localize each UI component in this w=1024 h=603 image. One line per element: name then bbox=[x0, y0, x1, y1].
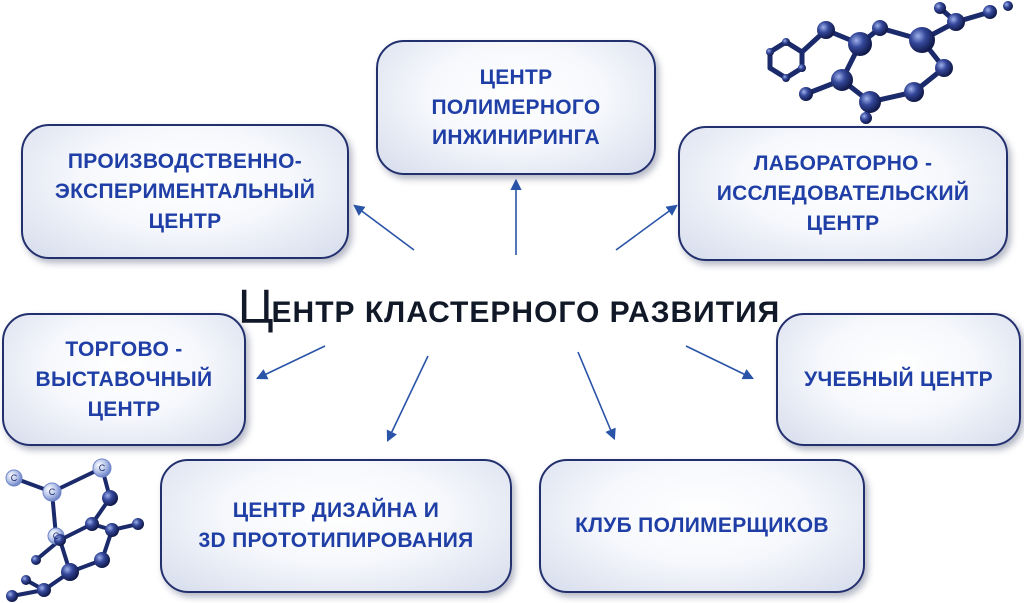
atom-label: C bbox=[11, 473, 18, 483]
center-title-text: ентр кластерного развития bbox=[271, 296, 781, 329]
node-trade-exhibition: ТОРГОВО - ВЫСТАВОЧНЫЙ ЦЕНТР bbox=[2, 313, 246, 446]
center-title: Ц ентр кластерного развития bbox=[238, 272, 798, 332]
node-polymer-club: КЛУБ ПОЛИМЕРЩИКОВ bbox=[539, 459, 865, 593]
molecule-bottom-left-atoms bbox=[5, 458, 144, 602]
center-title-initial: Ц bbox=[238, 281, 273, 334]
node-label: ПРОИЗВОДСТВЕННО- ЭКСПЕРИМЕНТАЛЬНЫЙ ЦЕНТР bbox=[54, 149, 316, 233]
arrow-to-trade-exhibition bbox=[255, 345, 326, 380]
arrow-to-lab-research bbox=[615, 204, 678, 251]
arrow-to-training bbox=[685, 345, 755, 380]
atom-label: C bbox=[49, 487, 56, 497]
molecule-top-right-atoms bbox=[766, 1, 1013, 124]
molecule-atom-labels: C C C C bbox=[11, 463, 106, 541]
atom-label: C bbox=[53, 531, 60, 541]
node-design-3d: ЦЕНТР ДИЗАЙНА И 3D ПРОТОТИПИРОВАНИЯ bbox=[160, 459, 512, 593]
node-label: ЦЕНТР ДИЗАЙНА И 3D ПРОТОТИПИРОВАНИЯ bbox=[198, 499, 474, 552]
node-production-experimental: ПРОИЗВОДСТВЕННО- ЭКСПЕРИМЕНТАЛЬНЫЙ ЦЕНТР bbox=[21, 124, 349, 259]
arrow-to-production-experimental bbox=[353, 204, 415, 251]
node-label: ЦЕНТР ПОЛИМЕРНОГО ИНЖИНИРИНГА bbox=[431, 65, 601, 149]
node-polymer-engineering: ЦЕНТР ПОЛИМЕРНОГО ИНЖИНИРИНГА bbox=[376, 40, 656, 175]
atom-label: C bbox=[99, 463, 106, 473]
node-label: ТОРГОВО - ВЫСТАВОЧНЫЙ ЦЕНТР bbox=[35, 337, 213, 421]
node-training: УЧЕБНЫЙ ЦЕНТР bbox=[776, 313, 1021, 446]
arrow-to-polymer-club bbox=[577, 351, 616, 441]
node-lab-research: ЛАБОРАТОРНО - ИССЛЕДОВАТЕЛЬСКИЙ ЦЕНТР bbox=[678, 126, 1008, 261]
arrow-to-design-3d bbox=[386, 355, 429, 443]
node-label: КЛУБ ПОЛИМЕРЩИКОВ bbox=[575, 514, 829, 537]
node-label: ЛАБОРАТОРНО - ИССЛЕДОВАТЕЛЬСКИЙ ЦЕНТР bbox=[716, 151, 970, 235]
node-label: УЧЕБНЫЙ ЦЕНТР bbox=[804, 367, 993, 391]
